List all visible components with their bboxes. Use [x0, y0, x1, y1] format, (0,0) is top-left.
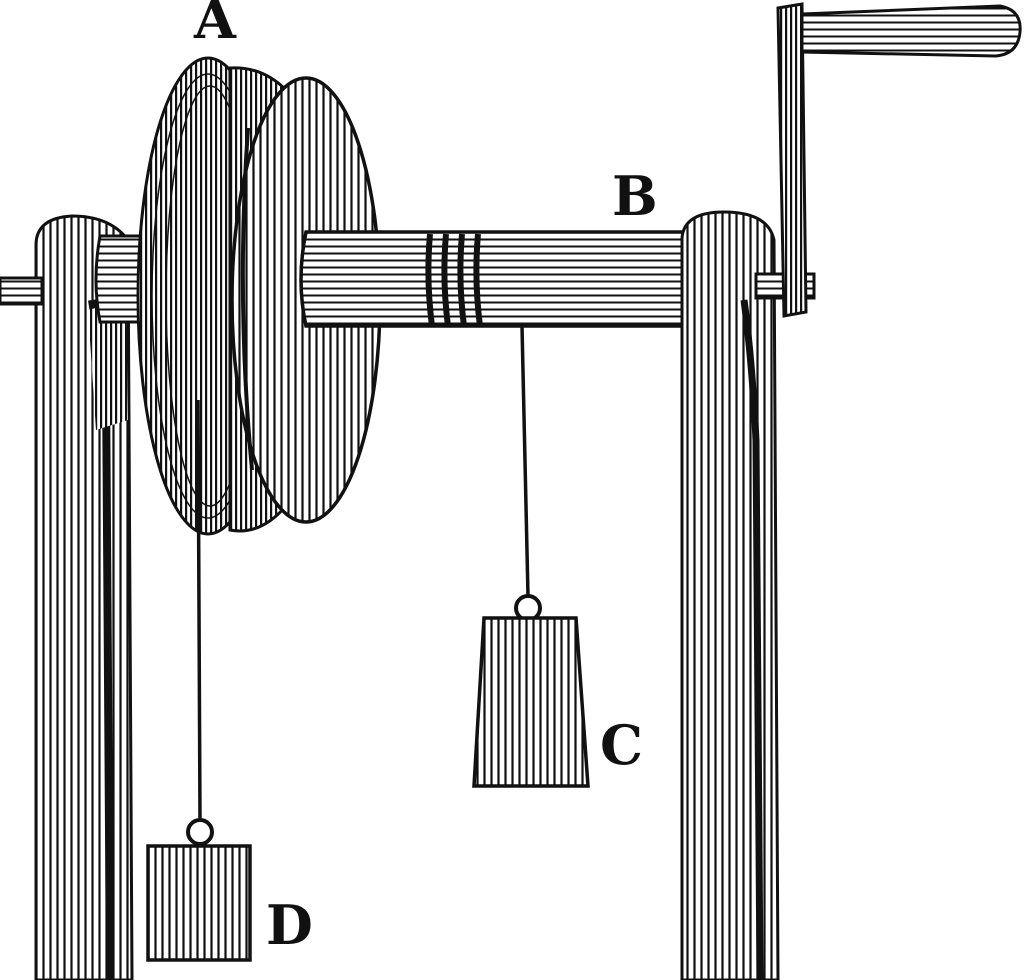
crank-arm — [776, 2, 808, 318]
rope-c — [520, 325, 530, 597]
left-post — [34, 214, 134, 980]
left-axle-stub — [0, 276, 44, 306]
axle-left-segment — [94, 234, 152, 324]
weight-c — [472, 594, 590, 788]
label-d: D — [266, 893, 313, 957]
label-c: C — [600, 713, 643, 777]
rope-d — [196, 399, 202, 821]
right-post — [680, 210, 780, 980]
rope-wraps — [425, 233, 483, 327]
label-a: A — [193, 0, 237, 51]
label-b: B — [612, 164, 658, 228]
weight-d — [146, 818, 252, 962]
axle-drum — [299, 230, 692, 328]
crank-handle — [800, 4, 1022, 58]
